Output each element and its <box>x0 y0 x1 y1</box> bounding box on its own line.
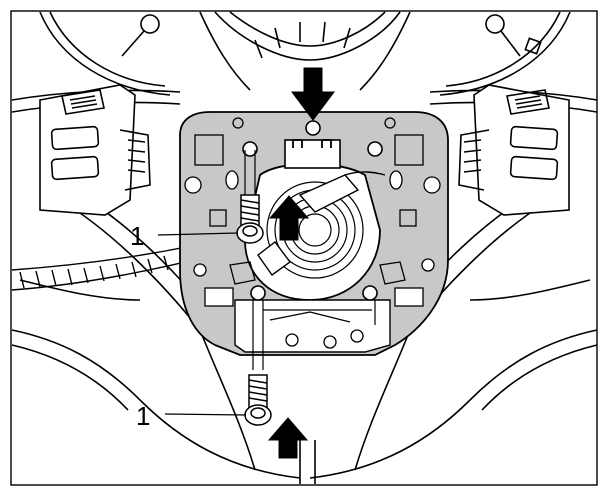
mounting-hole-top-right <box>367 141 383 157</box>
diagram-border <box>10 10 598 486</box>
callout-leaders <box>157 232 247 416</box>
bolt-lower <box>244 374 272 426</box>
instrument-cluster <box>39 11 571 96</box>
steering-wheel-hub-module <box>179 111 449 356</box>
callout-label-upper-bolt: 1 <box>130 221 144 251</box>
callout-label-lower-bolt: 1 <box>136 401 150 431</box>
mounting-hole-top-center <box>305 120 321 136</box>
mounting-hole-top-left <box>242 141 258 157</box>
arrow-down-icon <box>291 67 335 121</box>
right-control-switch-panel <box>458 84 570 216</box>
direction-arrows <box>267 67 335 459</box>
alignment-lines <box>244 150 376 370</box>
arrow-up-icon <box>267 417 309 459</box>
bolt-upper <box>236 194 264 244</box>
mounting-hole-bottom-right <box>362 285 378 301</box>
arrow-up-icon <box>268 195 310 241</box>
mounting-holes <box>242 120 383 301</box>
left-control-switch-panel <box>39 84 151 216</box>
mounting-hole-bottom-left <box>250 285 266 301</box>
